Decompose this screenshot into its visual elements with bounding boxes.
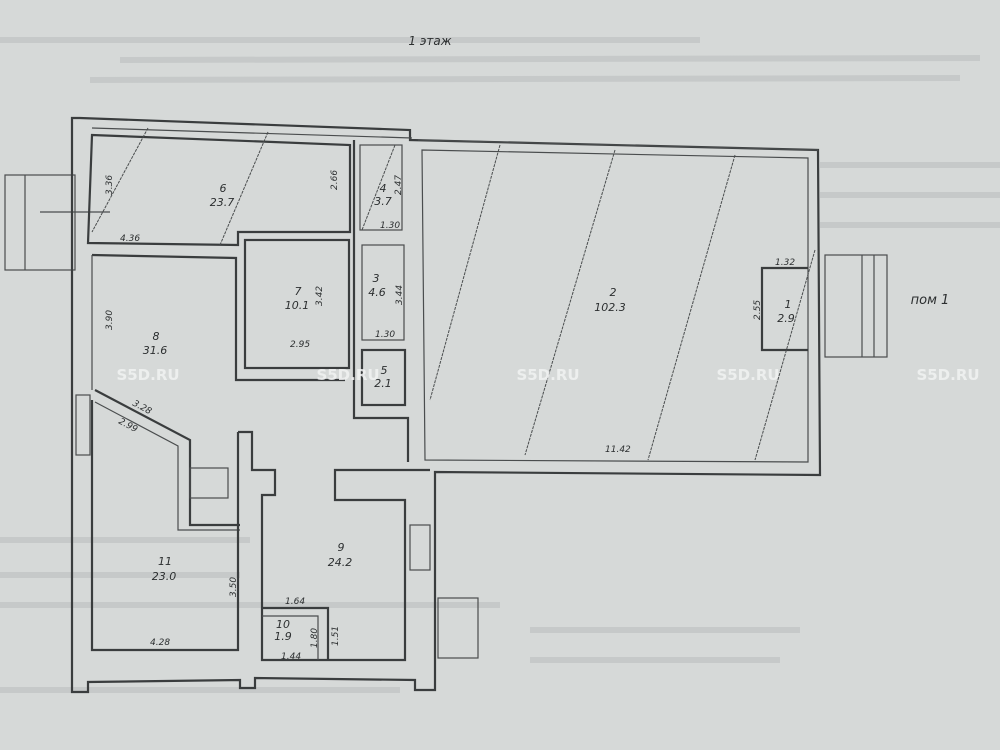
svg-text:4.6: 4.6 xyxy=(368,286,386,299)
right-porch xyxy=(824,254,888,358)
svg-text:23.0: 23.0 xyxy=(152,570,177,583)
svg-text:2.99: 2.99 xyxy=(117,417,140,435)
svg-text:2.66: 2.66 xyxy=(330,170,340,190)
svg-text:23.7: 23.7 xyxy=(210,196,235,209)
svg-text:2: 2 xyxy=(610,286,617,299)
room-8-label: 831.6 xyxy=(143,330,168,357)
svg-text:3.50: 3.50 xyxy=(229,577,239,597)
svg-text:4: 4 xyxy=(380,182,387,195)
room-4-label: 43.7 xyxy=(374,182,392,208)
svg-text:5: 5 xyxy=(381,364,388,377)
room-11-label: 11 23.0 xyxy=(152,555,177,583)
svg-text:6: 6 xyxy=(220,182,227,195)
svg-text:1.44: 1.44 xyxy=(281,652,301,662)
svg-text:1.30: 1.30 xyxy=(380,221,400,231)
background-print xyxy=(0,37,1000,693)
svg-text:S5D.RU: S5D.RU xyxy=(516,366,579,384)
svg-text:11.42: 11.42 xyxy=(605,445,631,455)
svg-text:3.42: 3.42 xyxy=(315,286,325,306)
svg-text:2.95: 2.95 xyxy=(290,340,310,350)
svg-text:10.1: 10.1 xyxy=(285,299,310,312)
room-5-label: 52.1 xyxy=(374,364,392,390)
svg-text:4.36: 4.36 xyxy=(120,234,140,244)
svg-text:S5D.RU: S5D.RU xyxy=(116,366,179,384)
svg-text:3.36: 3.36 xyxy=(105,175,115,195)
svg-text:1.32: 1.32 xyxy=(775,258,795,268)
walls xyxy=(70,116,822,694)
svg-text:4.28: 4.28 xyxy=(150,638,170,648)
floor-title: 1 этаж xyxy=(408,34,451,48)
svg-text:1.30: 1.30 xyxy=(375,330,395,340)
svg-text:10: 10 xyxy=(276,618,290,631)
room-6-label: 623.7 xyxy=(210,182,235,209)
svg-text:S5D.RU: S5D.RU xyxy=(916,366,979,384)
svg-text:1.51: 1.51 xyxy=(331,626,341,646)
dimension-labels: 3.36 4.36 2.66 2.47 1.30 3.42 2.95 3.44 … xyxy=(105,170,795,662)
svg-text:1: 1 xyxy=(785,298,792,311)
room-2-label: 2 102.3 xyxy=(594,286,626,314)
svg-text:2.9: 2.9 xyxy=(777,312,795,325)
svg-text:11: 11 xyxy=(158,555,172,568)
svg-text:1.9: 1.9 xyxy=(274,630,292,643)
svg-text:2.47: 2.47 xyxy=(394,175,404,195)
svg-text:2.55: 2.55 xyxy=(753,300,763,320)
svg-text:3: 3 xyxy=(373,272,380,285)
svg-text:7: 7 xyxy=(295,285,302,298)
svg-text:24.2: 24.2 xyxy=(328,556,353,569)
svg-text:102.3: 102.3 xyxy=(594,301,626,314)
hatch-lines xyxy=(91,127,816,461)
room-labels: 12.9 2 102.3 34.6 43.7 52.1 623.7 710.1 8… xyxy=(143,182,795,643)
svg-text:3.7: 3.7 xyxy=(374,195,392,208)
svg-text:S5D.RU: S5D.RU xyxy=(716,366,779,384)
svg-text:1.80: 1.80 xyxy=(310,628,320,648)
room-1-label: 12.9 xyxy=(777,298,795,325)
svg-text:1.64: 1.64 xyxy=(285,597,305,607)
room-3-label: 34.6 xyxy=(368,272,386,299)
svg-text:9: 9 xyxy=(338,541,345,554)
svg-text:2.1: 2.1 xyxy=(374,377,392,390)
left-porch xyxy=(4,174,110,271)
svg-text:31.6: 31.6 xyxy=(143,344,168,357)
svg-text:3.44: 3.44 xyxy=(395,285,405,305)
room-7-label: 710.1 xyxy=(285,285,310,312)
svg-text:S5D.RU: S5D.RU xyxy=(316,366,379,384)
svg-text:3.90: 3.90 xyxy=(105,310,115,330)
svg-text:8: 8 xyxy=(153,330,160,343)
external-room-label: пом 1 xyxy=(911,293,950,308)
watermarks: S5D.RU S5D.RU S5D.RU S5D.RU S5D.RU xyxy=(116,366,979,384)
room-10-label: 101.9 xyxy=(274,618,292,643)
room-9-label: 924.2 xyxy=(328,541,353,569)
